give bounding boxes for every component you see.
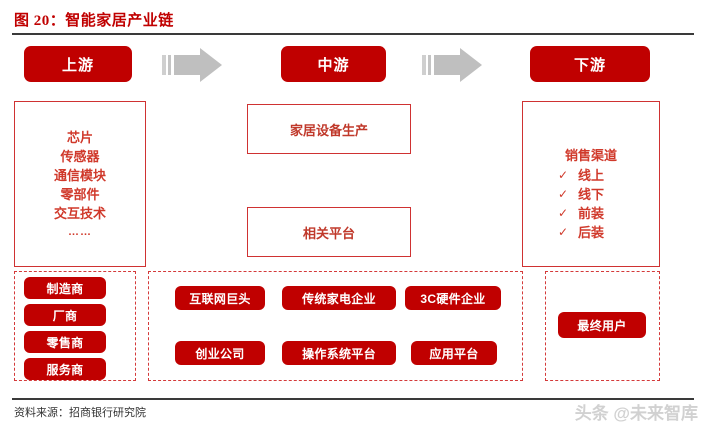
sales-channel-title: 销售渠道 xyxy=(564,148,617,163)
channel-label: 后装 xyxy=(578,225,605,240)
tag-label: 操作系统平台 xyxy=(302,346,376,361)
upstream-components-panel: 芯片 传感器 通信模块 零部件 交互技术 …… xyxy=(14,101,146,267)
check-icon: ✓ xyxy=(558,206,569,220)
tag-label: 厂商 xyxy=(52,308,78,323)
footer-divider xyxy=(12,398,694,400)
list-item-ellipsis: …… xyxy=(68,226,92,238)
upstream-component-list: 芯片 传感器 通信模块 零部件 交互技术 …… xyxy=(15,128,145,242)
channel-label: 线上 xyxy=(578,168,605,183)
tag-internet-giant[interactable]: 互联网巨头 xyxy=(175,286,265,310)
midstream-box-device-manufacturing: 家居设备生产 xyxy=(247,104,411,154)
title-divider xyxy=(12,33,694,35)
tag-3c-hardware-company[interactable]: 3C硬件企业 xyxy=(405,286,501,310)
tag-label: 创业公司 xyxy=(195,346,245,361)
tag-label: 3C硬件企业 xyxy=(420,291,486,306)
downstream-channel-panel: 销售渠道 ✓ 线上 ✓ 线下 ✓ 前装 ✓ 后装 xyxy=(522,101,660,267)
midstream-box-label-2: 相关平台 xyxy=(302,225,355,241)
list-item: 芯片 xyxy=(66,130,93,145)
list-item: 通信模块 xyxy=(53,168,106,183)
list-item: ✓ 线上 xyxy=(558,166,624,185)
tag-label: 制造商 xyxy=(46,281,84,296)
tag-label: 传统家电企业 xyxy=(302,291,376,306)
check-icon: ✓ xyxy=(558,168,569,182)
right-arrow-icon-2 xyxy=(420,48,498,82)
sales-channel-list: 销售渠道 ✓ 线上 ✓ 线下 ✓ 前装 ✓ 后装 xyxy=(523,146,659,242)
tag-label: 互联网巨头 xyxy=(189,291,251,306)
list-item: ✓ 后装 xyxy=(558,223,624,242)
tag-retailer[interactable]: 零售商 xyxy=(24,331,106,353)
tag-traditional-appliance-company[interactable]: 传统家电企业 xyxy=(282,286,396,310)
tag-label: 零售商 xyxy=(46,335,84,350)
tag-vendor[interactable]: 厂商 xyxy=(24,304,106,326)
stage-label-midstream: 中游 xyxy=(317,56,350,74)
figure-title: 图 20：智能家居产业链 xyxy=(14,13,174,29)
tag-label: 最终用户 xyxy=(577,318,627,333)
tag-application-platform[interactable]: 应用平台 xyxy=(411,341,497,365)
source-attribution: 资料来源：招商银行研究院 xyxy=(14,407,146,419)
list-item: 交互技术 xyxy=(53,206,106,221)
stage-button-upstream[interactable]: 上游 xyxy=(24,46,132,82)
stage-button-midstream[interactable]: 中游 xyxy=(281,46,386,82)
tag-os-platform[interactable]: 操作系统平台 xyxy=(282,341,396,365)
check-icon: ✓ xyxy=(558,225,569,239)
stage-label-upstream: 上游 xyxy=(61,56,94,74)
midstream-box-label-1: 家居设备生产 xyxy=(289,122,368,138)
list-item: 传感器 xyxy=(60,149,100,164)
watermark-label: 头条 @未来智库 xyxy=(574,404,698,423)
stage-button-downstream[interactable]: 下游 xyxy=(530,46,650,82)
channel-label: 前装 xyxy=(578,206,605,221)
right-arrow-icon-1 xyxy=(160,48,238,82)
list-item: ✓ 线下 xyxy=(558,185,624,204)
list-item: 零部件 xyxy=(60,187,100,202)
tag-label: 服务商 xyxy=(46,362,84,377)
stage-label-downstream: 下游 xyxy=(573,56,606,74)
tag-manufacturer[interactable]: 制造商 xyxy=(24,277,106,299)
tag-startup-company[interactable]: 创业公司 xyxy=(175,341,265,365)
tag-end-user[interactable]: 最终用户 xyxy=(558,312,646,338)
channel-label: 线下 xyxy=(578,187,605,202)
tag-service-provider[interactable]: 服务商 xyxy=(24,358,106,380)
midstream-box-related-platform: 相关平台 xyxy=(247,207,411,257)
tag-label: 应用平台 xyxy=(429,346,479,361)
list-item: ✓ 前装 xyxy=(558,204,624,223)
check-icon: ✓ xyxy=(558,187,569,201)
